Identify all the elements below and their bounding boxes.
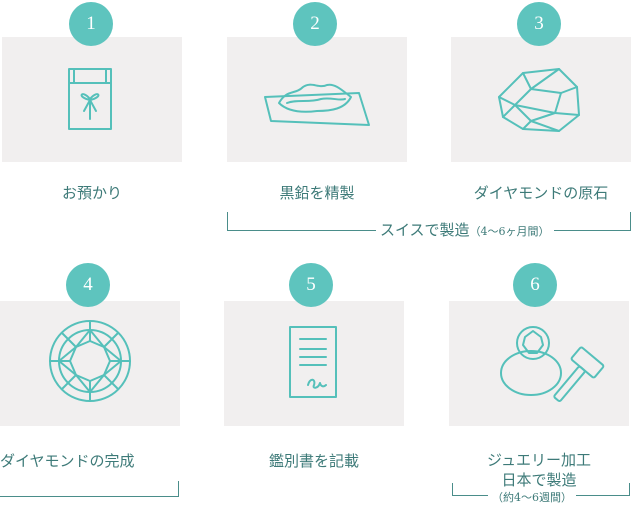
step-4-label: ダイヤモンドの完成 [0, 452, 135, 470]
swiss-duration: （4〜6ヶ月間） [469, 225, 550, 238]
step-5-number: 5 [289, 263, 333, 307]
japan-duration: （約4〜6週間） [488, 489, 576, 505]
step-1-number: 1 [69, 2, 113, 46]
step-2-number: 2 [293, 2, 337, 46]
step-6-label-line1: ジュエリー加工 [487, 451, 591, 469]
swiss-main: スイスで製造 [380, 221, 470, 239]
ring-hammer-icon [500, 326, 605, 402]
step-4-bracket [0, 481, 179, 497]
brilliant-diamond-icon [49, 320, 131, 402]
step-6-label-line2: 日本で製造 [501, 471, 577, 489]
step-4-number: 4 [66, 263, 110, 307]
step-3-card [451, 37, 631, 162]
rough-diamond-icon [498, 68, 580, 132]
step-1-label: お預かり [61, 184, 122, 202]
step-2-label: 黒鉛を精製 [279, 184, 355, 202]
step-3-number: 3 [517, 2, 561, 46]
certificate-icon [289, 326, 337, 398]
swiss-bracket-label: スイスで製造（4〜6ヶ月間） [376, 219, 554, 240]
step-1-card [2, 37, 182, 162]
step-4-card [0, 301, 180, 426]
step-3-label: ダイヤモンドの原石 [473, 184, 609, 202]
step-5-card [224, 301, 404, 426]
step-2-card [227, 37, 407, 162]
step-5-label: 鑑別書を記載 [268, 452, 359, 470]
bag-icon [68, 68, 112, 130]
graphite-powder-icon [264, 83, 370, 126]
step-6-number: 6 [513, 263, 557, 307]
step-6-card [449, 301, 629, 426]
